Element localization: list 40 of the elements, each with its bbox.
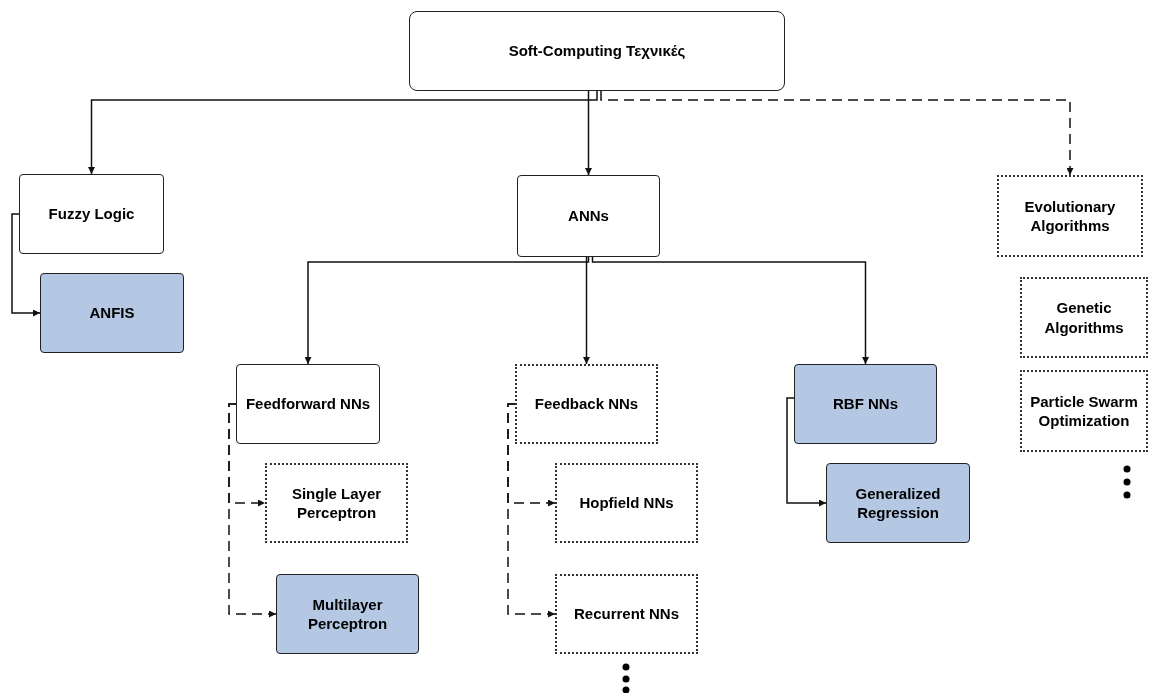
node-label: RBF NNs bbox=[833, 394, 898, 414]
process-box bbox=[826, 463, 970, 543]
arrow bbox=[591, 256, 869, 365]
arrow bbox=[11, 213, 41, 317]
node-label: Soft-Computing Τεχνικές bbox=[508, 41, 686, 61]
arrow bbox=[228, 403, 277, 618]
arrow bbox=[786, 397, 827, 507]
process-box bbox=[265, 463, 408, 543]
arrow bbox=[583, 256, 590, 365]
node-label: Fuzzy Logic bbox=[48, 204, 135, 224]
node-label: Generalized Regression bbox=[854, 483, 942, 523]
process-box bbox=[40, 273, 184, 353]
process-box bbox=[1020, 370, 1148, 452]
process-box bbox=[1020, 277, 1148, 358]
process-box bbox=[794, 364, 937, 444]
node-label: Genetic Algorithms bbox=[1043, 298, 1125, 337]
arrow bbox=[585, 90, 592, 176]
process-box bbox=[555, 574, 698, 654]
node-label: Particle Swarm Optimization bbox=[1030, 391, 1138, 431]
process-box bbox=[997, 175, 1143, 257]
process-box bbox=[276, 574, 419, 654]
process-box bbox=[517, 175, 660, 257]
node-label: Feedback NNs bbox=[534, 394, 639, 414]
arrow bbox=[507, 403, 556, 618]
process-box bbox=[19, 174, 164, 254]
arrow bbox=[88, 90, 598, 175]
process-box bbox=[555, 463, 698, 543]
node-label: ANNs bbox=[568, 206, 609, 226]
arrow bbox=[600, 90, 1074, 176]
node-label: Feedforward NNs bbox=[245, 394, 371, 414]
process-box bbox=[515, 364, 658, 444]
arrow bbox=[304, 256, 590, 365]
node-label: Single Layer Perceptron bbox=[290, 483, 383, 523]
node-label: ANFIS bbox=[89, 303, 135, 323]
node-label: Evolutionary Algorithms bbox=[1023, 196, 1117, 236]
node-label: Recurrent NNs bbox=[574, 604, 679, 624]
node-label: Multilayer Perceptron bbox=[306, 594, 389, 634]
process-box bbox=[409, 11, 785, 91]
process-box bbox=[236, 364, 380, 444]
node-label: Hopfield NNs bbox=[579, 493, 674, 513]
